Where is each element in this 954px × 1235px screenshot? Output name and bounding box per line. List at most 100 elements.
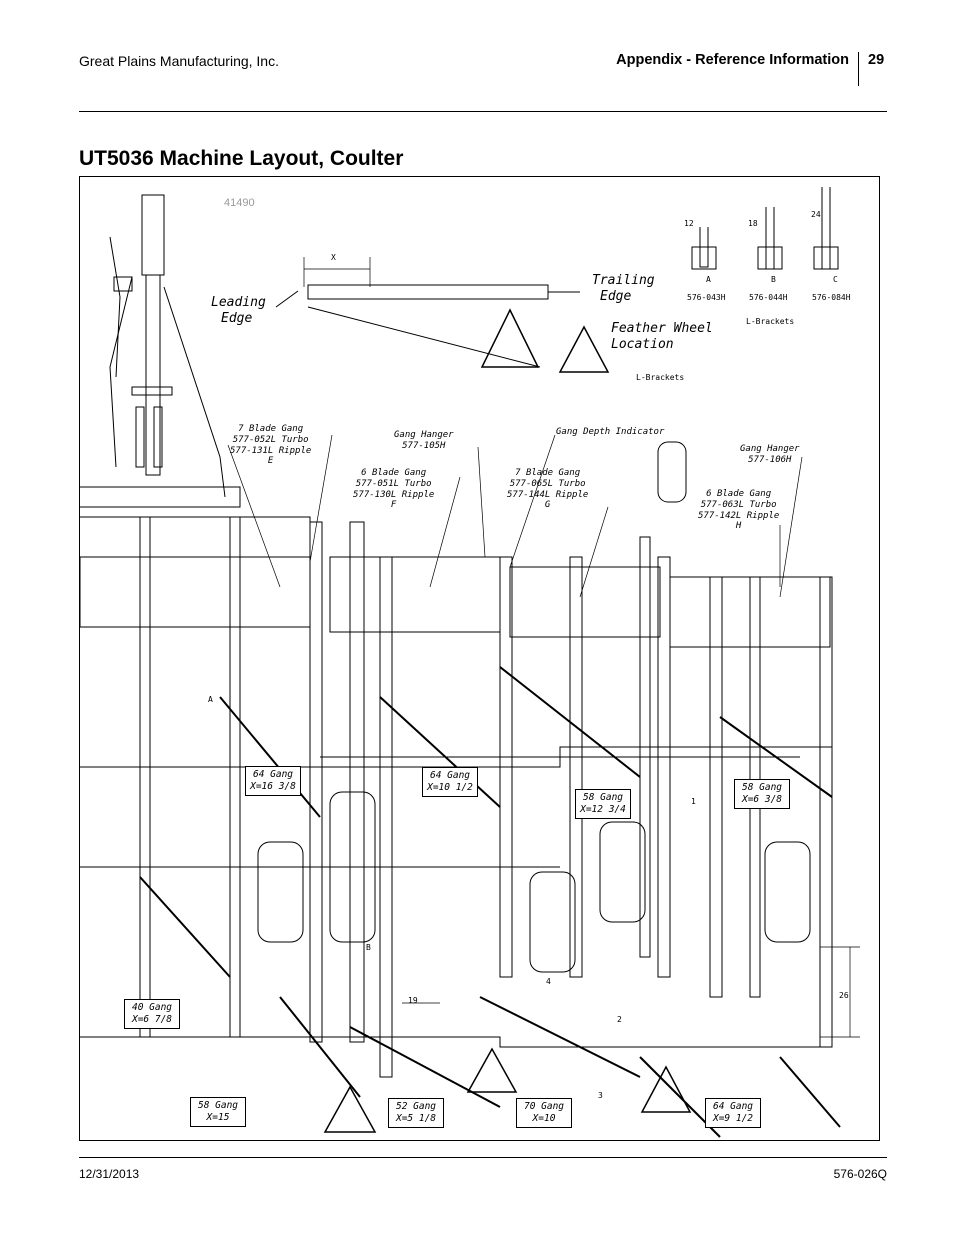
leading-edge-line-1: Leading	[211, 295, 266, 310]
gang-box-3-x: X=12 3/4	[580, 803, 626, 815]
layout-drawing	[80, 187, 860, 1138]
dim-19: 19	[408, 996, 418, 1005]
gang-box-2-x: X=10 1/2	[427, 781, 473, 793]
bracket-b-dim: 18	[748, 219, 758, 228]
gang-box-1-x: X=16 3/8	[250, 780, 296, 792]
gang-box-1: 64 Gang X=16 3/8	[245, 766, 301, 796]
gang-hanger-1-line-2: 577-105H	[402, 440, 446, 451]
bracket-c-letter: C	[833, 275, 838, 284]
bracket-a-dim: 12	[684, 219, 694, 228]
callout-e-line-2: 577-052L Turbo	[232, 434, 309, 445]
gang-box-5: 40 Gang X=6 7/8	[124, 999, 180, 1029]
page-title: UT5036 Machine Layout, Coulter	[79, 147, 404, 170]
callout-g: 7 Blade Gang 577-065L Turbo 577-144L Rip…	[507, 468, 588, 511]
main-frame	[80, 516, 833, 1078]
callout-g-line-3: 577-144L Ripple	[507, 489, 589, 500]
callout-f: 6 Blade Gang 577-051L Turbo 577-130L Rip…	[353, 468, 434, 511]
callout-h-line-2: 577-063L Turbo	[700, 499, 777, 510]
footer-rule	[79, 1157, 887, 1158]
bracket-c-dim: 24	[811, 210, 821, 219]
callout-e-line-3: 577-131L Ripple	[230, 445, 312, 456]
gang-box-7-x: X=5 1/8	[395, 1112, 437, 1124]
gang-box-4-name: 58 Gang	[741, 782, 783, 793]
gang-box-4-x: X=6 3/8	[741, 793, 783, 805]
trailing-edge-line-2: Edge	[600, 288, 632, 304]
gang-bars	[139, 666, 841, 1138]
warning-triangles	[323, 1047, 692, 1133]
x-dimension-label: X	[331, 253, 336, 262]
header-rule	[79, 111, 887, 112]
callout-h-letter: H	[735, 521, 742, 532]
bracket-a-letter: A	[706, 275, 711, 284]
gang-hanger-1-line-1: Gang Hanger	[394, 430, 454, 440]
callout-e-letter: E	[267, 456, 274, 467]
callout-f-letter: F	[390, 500, 397, 511]
bracket-c-part: 576-084H	[812, 293, 851, 302]
gang-box-6-name: 58 Gang	[197, 1100, 239, 1111]
callout-h: 6 Blade Gang 577-063L Turbo 577-142L Rip…	[698, 489, 779, 532]
dim-3: 3	[598, 1091, 603, 1100]
callout-e: 7 Blade Gang 577-052L Turbo 577-131L Rip…	[230, 424, 311, 467]
leading-edge-line-2: Edge	[221, 310, 253, 326]
callout-h-line-1: 6 Blade Gang	[706, 489, 772, 499]
letter-a: A	[208, 695, 213, 704]
footer-date: 12/31/2013	[79, 1167, 140, 1181]
callout-f-line-2: 577-051L Turbo	[355, 478, 432, 489]
gang-box-8-name: 70 Gang	[523, 1101, 565, 1112]
l-bracket-drawings	[691, 187, 839, 270]
gang-box-8-x: X=10	[532, 1112, 556, 1124]
dim-2: 2	[617, 1015, 622, 1024]
gang-box-1-name: 64 Gang	[252, 769, 294, 780]
leading-edge-label: Leading Edge	[211, 295, 266, 326]
feather-wheel-line-1: Feather Wheel	[611, 321, 713, 336]
gang-hanger-1: Gang Hanger 577-105H	[394, 430, 454, 452]
gang-box-3-name: 58 Gang	[582, 792, 624, 803]
gang-box-7: 52 Gang X=5 1/8	[388, 1098, 444, 1128]
gang-box-3: 58 Gang X=12 3/4	[575, 789, 631, 819]
dim-26: 26	[839, 991, 849, 1000]
callout-f-line-1: 6 Blade Gang	[361, 468, 427, 478]
callout-g-line-1: 7 Blade Gang	[515, 468, 581, 478]
gang-depth-indicator-label: Gang Depth Indicator	[556, 427, 665, 437]
bracket-a-part: 576-043H	[687, 293, 726, 302]
footer-doc-number: 576-026Q	[833, 1167, 887, 1181]
trailing-edge-line-1: Trailing	[592, 273, 655, 288]
callout-h-line-3: 577-142L Ripple	[698, 510, 780, 521]
company-name: Great Plains Manufacturing, Inc.	[79, 53, 279, 69]
leader-lines	[227, 434, 860, 1038]
trailing-edge-label: Trailing Edge	[592, 273, 655, 304]
letter-b: B	[366, 943, 371, 952]
gang-box-7-name: 52 Gang	[395, 1101, 437, 1112]
header-divider	[858, 52, 859, 86]
gang-hanger-2-line-2: 577-106H	[748, 454, 792, 465]
gang-box-5-x: X=6 7/8	[131, 1013, 173, 1025]
gang-box-9: 64 Gang X=9 1/2	[705, 1098, 761, 1128]
callout-e-line-1: 7 Blade Gang	[238, 424, 304, 434]
machine-layout-figure: 41490 12 18 24 A B C 576-043H 576-044H 5…	[79, 176, 880, 1141]
bracket-b-part: 576-044H	[749, 293, 788, 302]
gang-box-2: 64 Gang X=10 1/2	[422, 767, 478, 797]
gang-box-9-x: X=9 1/2	[712, 1112, 754, 1124]
hitch-assembly	[80, 194, 241, 508]
gang-box-4: 58 Gang X=6 3/8	[734, 779, 790, 809]
gang-hanger-2-line-1: Gang Hanger	[740, 444, 800, 454]
l-brackets-label-top: L-Brackets	[746, 317, 795, 326]
gang-box-9-name: 64 Gang	[712, 1101, 754, 1112]
gang-box-2-name: 64 Gang	[429, 770, 471, 781]
callout-f-line-3: 577-130L Ripple	[353, 489, 435, 500]
disc-gangs-top	[80, 556, 831, 648]
wheels	[257, 441, 811, 973]
gang-box-6-x: X=15	[206, 1111, 230, 1123]
gang-box-5-name: 40 Gang	[131, 1002, 173, 1013]
bracket-b-letter: B	[771, 275, 776, 284]
gang-box-8: 70 Gang X=10	[516, 1098, 572, 1128]
page-number: 29	[868, 52, 885, 68]
dim-1: 1	[691, 797, 696, 806]
gang-box-6: 58 Gang X=15	[190, 1097, 246, 1127]
callout-g-letter: G	[544, 500, 551, 511]
gang-hanger-2: Gang Hanger 577-106H	[740, 444, 800, 466]
gang-inset	[275, 257, 610, 373]
section-title: Appendix - Reference Information	[616, 52, 849, 68]
feather-wheel-label: Feather Wheel Location	[611, 321, 713, 352]
figure-number: 41490	[224, 197, 255, 209]
